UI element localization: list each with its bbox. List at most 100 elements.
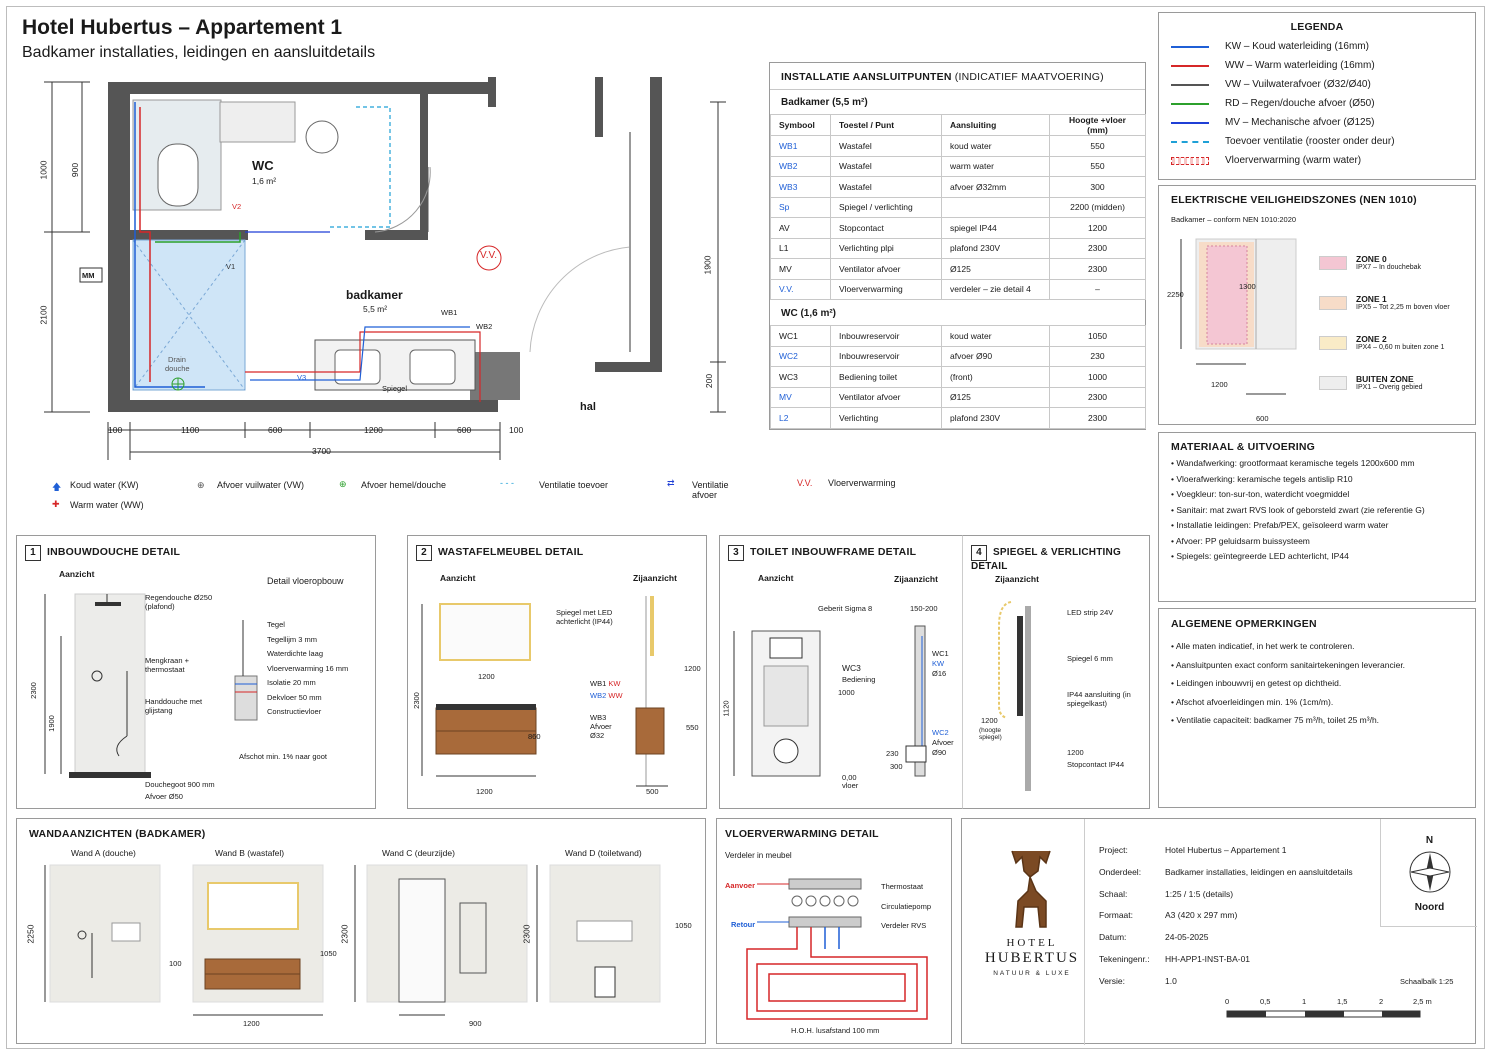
dim-600b: 600 [457,425,472,435]
d3-dim-1000: 1000 [838,688,855,697]
floor-layer: Dekvloer 50 mm [267,692,322,702]
d1-inner: 1900 [46,715,56,732]
d3-dim-230: 230 [886,749,899,758]
d2-mirror: Spiegel met LED achterlicht (IP44) [556,608,613,626]
floor-buildup [234,620,258,721]
floorheat-panel: VLOERVERWARMING DETAIL Verdeler in meube… [716,818,952,1044]
shower-elevation [44,593,151,778]
d2-wb1: WB1 KW [590,679,621,688]
dim-100a: 100 [108,425,123,435]
wall-c-name: Wand C (deurzijde) [382,848,455,858]
d4-led: LED strip 24V [1067,608,1114,617]
waste-icon: ⊕ [197,480,205,490]
fh-thermostat: Thermostaat [881,882,924,891]
remarks-title: ALGEMENE OPMERKINGEN [1171,618,1317,630]
vv-marker: V.V. [480,250,498,261]
fh-manifold: Verdeler RVS [881,921,927,930]
d3-dim-vloer: vloer [842,781,859,790]
list-item: Installatie leidingen: Prefab/PEX, geïso… [1171,518,1425,534]
wall-a-height: 2250 [25,924,36,944]
list-item: Aansluitpunten exact conform sanitairtek… [1171,656,1405,675]
zone-dim-1300: 1300 [1239,282,1256,291]
materials-title: MATERIAAL & UITVOERING [1171,441,1316,453]
mirror-section [998,601,1031,791]
zone-dim-600: 600 [1256,414,1269,423]
zones-subtitle: Badkamer – conform NEN 1010:2020 [1171,215,1297,224]
group-wc-title: WC (1,6 m²) [781,308,836,319]
title-labels: Project:Onderdeel:Schaal:Formaat:Datum:T… [1099,845,1150,986]
floorheat-title: VLOERVERWARMING DETAIL [725,828,879,840]
fh-retour: Retour [731,920,756,929]
d2-wb2: WB2 WW [590,691,623,700]
stag-logo-icon [1011,850,1051,928]
scale-tick-0: 0 [1225,997,1230,1006]
scale-tick-2: 2 [1379,997,1384,1006]
room-bathroom-name: badkamer [346,288,403,302]
d2-dim-2300: 2300 [411,692,421,709]
north-box: N Noord [1380,819,1477,927]
pipe-key-kw: Koud water (KW) [70,480,139,490]
floorheat-sub: Verdeler in meubel [725,851,792,860]
shaft [470,352,520,400]
d3-dim-150: 150-200 [910,604,938,613]
label-mm: MM [82,271,95,280]
d2-dim-1200a: 1200 [478,672,495,681]
wall-top [108,82,488,94]
d2-dim-550: 550 [686,723,699,732]
manifold-drawing [746,878,928,1020]
fh-aanvoer: Aanvoer [725,881,756,890]
floor-layer: Tegellijm 3 mm [267,634,318,644]
list-item: Afschot afvoerleidingen min. 1% (1cm/m). [1171,693,1405,712]
d1-callout-hand: Handdouche met glijstang [145,697,203,715]
scale-tick-1: 1 [1302,997,1307,1006]
wall-c-width: 900 [469,1019,482,1028]
walls-panel: WANDAANZICHTEN (BADKAMER) Wand A (douche… [16,818,706,1044]
dim-1200: 1200 [364,425,383,435]
wall-d-height: 2300 [521,924,532,944]
scale-tick-05: 0,5 [1260,997,1271,1006]
list-item: Sanitair: mat zwart RVS look of geborste… [1171,503,1424,519]
dim-right-1900: 1900 [702,255,713,275]
connections-panel: INSTALLATIE AANSLUITPUNTEN (INDICATIEF M… [769,62,1146,430]
wall-wc [130,230,240,240]
d1-height: 2300 [28,682,38,699]
page-subtitle: Badkamer installaties, leidingen en aans… [22,44,376,61]
wall-b-width: 1200 [243,1019,260,1028]
scalebar-label: Schaalbalk 1:25 [1400,977,1454,986]
list-item: Spiegels: geïntegreerde LED achterlicht,… [1171,549,1425,565]
d1-callout-waste: Afvoer Ø50 [145,792,183,801]
detail-2-side: Zijaanzicht [633,573,677,583]
wall-elevations [44,864,661,1016]
wall-b-name: Wand B (wastafel) [215,848,285,858]
wall-notch [488,77,496,107]
label-spiegel: Spiegel [382,384,408,393]
d4-dim-1200a: 1200 [981,716,998,725]
room-wc-area: 1,6 m² [252,176,277,186]
warm-water-icon: ✚ [52,499,60,509]
pipe-key-ww: Warm water (WW) [70,500,144,510]
legend-panel: LEGENDA KW – Koud waterleiding (16mm) WW… [1158,12,1476,180]
wall-wc-right [420,94,428,240]
d4-socket: Stopcontact IP44 [1067,760,1125,769]
pipe-key: 🡅 Koud water (KW) ⊕ Afvoer vuilwater (VW… [52,478,896,514]
brand-tagline: NATUUR & LUXE [993,970,1071,977]
list-item: Afvoer: PP geluidsarm buissysteem [1171,534,1425,550]
wall-b-extra: 1050 [320,949,337,958]
floor-layer: Isolatie 20 mm [267,678,316,687]
